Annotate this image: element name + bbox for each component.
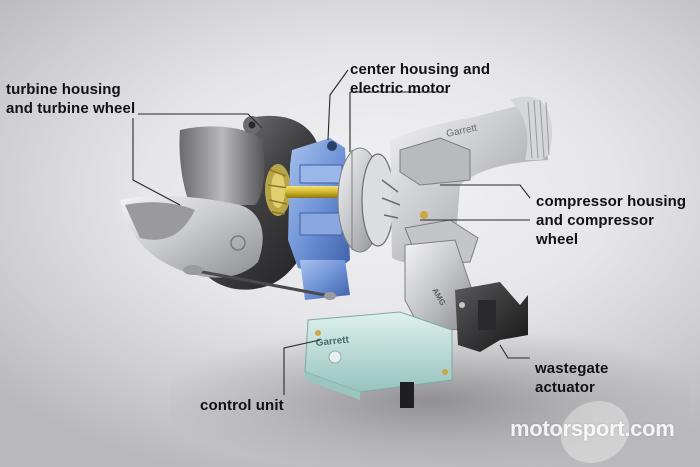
watermark-logo: motorsport.com bbox=[510, 416, 675, 441]
label-compressor-line2: and compressor wheel bbox=[536, 212, 655, 248]
control-unit-brand-marking: Garrett bbox=[315, 334, 350, 348]
wastegate-actuator bbox=[455, 282, 528, 352]
leader-wastegate bbox=[499, 344, 530, 359]
label-wastegate-actuator: wastegate actuator bbox=[535, 359, 608, 397]
amg-bracket: AMG bbox=[404, 239, 473, 331]
label-turbine-housing: turbine housing and turbine wheel bbox=[6, 80, 135, 118]
label-control-unit: control unit bbox=[200, 396, 284, 415]
leader-control-unit bbox=[283, 339, 321, 395]
electric-motor bbox=[337, 147, 395, 253]
label-center-line1: center housing and bbox=[350, 61, 491, 78]
label-center-line2: electric motor bbox=[350, 80, 451, 97]
label-turbine-line2: and turbine wheel bbox=[6, 100, 136, 117]
label-compressor-housing: compressor housing and compressor wheel bbox=[536, 192, 700, 249]
leader-compressor-housing bbox=[440, 184, 531, 199]
leader-lines bbox=[132, 69, 531, 395]
label-turbine-line1: turbine housing bbox=[6, 81, 121, 98]
turbine-housing bbox=[120, 115, 323, 290]
wastegate-rod bbox=[183, 265, 336, 300]
center-housing bbox=[288, 138, 350, 300]
leader-turbine-wheel bbox=[132, 118, 181, 206]
shaft bbox=[285, 186, 345, 198]
turbine-wheel bbox=[265, 164, 291, 216]
leader-turbine-top bbox=[138, 113, 263, 129]
label-center-housing: center housing and electric motor bbox=[350, 60, 490, 98]
label-control-line1: control unit bbox=[200, 397, 284, 414]
control-unit: Garrett bbox=[304, 311, 453, 408]
label-wastegate-line1: wastegate bbox=[535, 360, 609, 377]
leader-center-housing bbox=[327, 69, 349, 141]
compressor-housing: Garrett bbox=[381, 96, 553, 266]
label-compressor-line1: compressor housing bbox=[536, 193, 687, 210]
label-wastegate-line2: actuator bbox=[535, 379, 595, 396]
